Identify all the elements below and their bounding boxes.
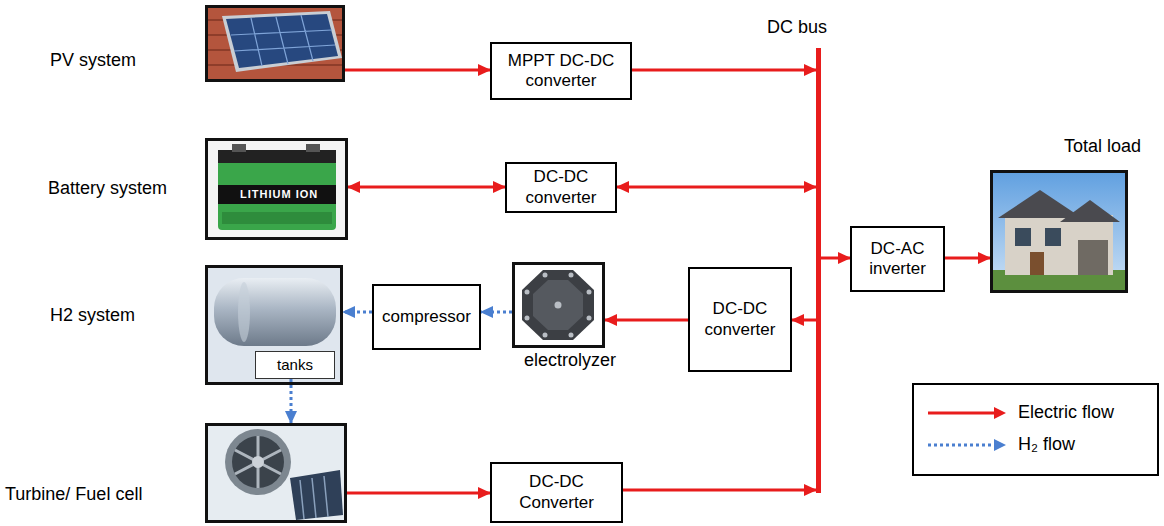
pv-picture: PV system	[205, 5, 345, 82]
hydrogen-flow	[481, 311, 512, 314]
box-label: tanks	[277, 356, 313, 374]
electric-flow	[792, 319, 816, 322]
row-label: Total load	[1064, 136, 1141, 158]
house-illustration	[990, 170, 1128, 293]
legend-text: H₂ flow	[1018, 434, 1075, 456]
row-label: electrolyzer	[524, 350, 616, 372]
electric-flow	[821, 257, 850, 260]
box-label: compressor	[382, 307, 471, 327]
electric-flow	[623, 489, 816, 492]
electric-flow	[348, 186, 505, 189]
converter-box: MPPT DC-DC converter	[490, 42, 632, 100]
converter-box: DC-DC converter	[688, 267, 792, 372]
electric-flow	[605, 319, 688, 322]
tank-picture: tanksH2 system	[205, 265, 343, 385]
legend-text: Electric flow	[1018, 402, 1114, 424]
pv-illustration	[205, 5, 345, 82]
electrolyzer-illustration	[512, 262, 605, 348]
row-label: Battery system	[48, 178, 167, 200]
dc-bus: DC bus	[816, 48, 821, 493]
hydrogen-flow	[290, 379, 293, 423]
legend-frame	[913, 384, 1158, 475]
box-label: DC-DC converter	[698, 299, 782, 340]
row-label: H2 system	[50, 305, 135, 327]
box-label: DC-DC Converter	[500, 472, 613, 513]
converter-box: DC-DC Converter	[490, 462, 623, 523]
tanks-tag: tanks	[255, 351, 335, 379]
compressor-box: compressor	[372, 284, 481, 350]
electric-flow	[347, 492, 490, 495]
electrolyzer-picture: electrolyzer	[512, 262, 605, 348]
row-label: PV system	[50, 50, 136, 72]
battery-illustration	[205, 138, 348, 240]
row-label: DC bus	[767, 17, 827, 39]
hydrogen-flow	[343, 311, 372, 314]
electric-flow	[945, 257, 990, 260]
turbine-picture: Turbine/ Fuel cell	[205, 423, 347, 523]
inverter-box: DC-AC inverter	[850, 226, 945, 292]
electric-flow	[345, 69, 490, 72]
turbine-illustration	[205, 423, 347, 523]
converter-box: DC-DC converter	[505, 162, 617, 213]
box-label: MPPT DC-DC converter	[500, 51, 622, 92]
load-picture: Total load	[990, 170, 1128, 293]
electric-flow	[632, 69, 816, 72]
box-label: DC-DC converter	[515, 167, 607, 208]
tank-illustration	[205, 265, 343, 385]
electric-flow	[617, 186, 816, 189]
box-label: DC-AC inverter	[860, 239, 935, 280]
product-label: LITHIUM ION	[240, 188, 318, 200]
row-label: Turbine/ Fuel cell	[5, 484, 142, 506]
